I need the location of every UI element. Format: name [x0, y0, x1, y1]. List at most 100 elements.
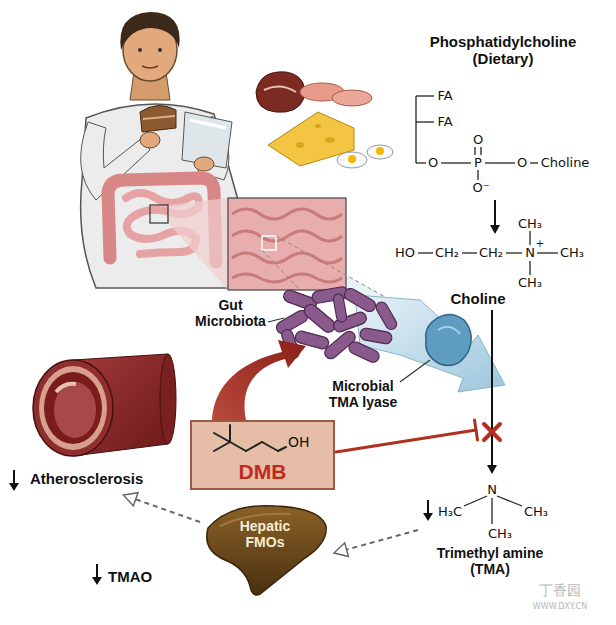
chemical-bond [416, 96, 558, 524]
atom-label: N [487, 483, 497, 498]
atom-label: O [428, 156, 438, 171]
chemical-bond [529, 261, 530, 275]
artery-vessel-shape [160, 354, 176, 444]
artery-vessel-shape [54, 382, 96, 438]
artery-vessel-shape [39, 366, 107, 450]
atom-label: H₃C [438, 505, 462, 520]
bacteria-cluster [342, 286, 377, 313]
node-title: Atherosclerosis [30, 470, 143, 487]
bacteria-cluster [302, 302, 338, 335]
metabolism-arrow [334, 543, 348, 557]
charge-sign: + [536, 238, 544, 250]
zoom-view [150, 198, 412, 312]
compound-box-shape [230, 442, 246, 451]
diner-figure [138, 48, 142, 52]
compound-box-shape [214, 442, 230, 451]
compound-box-shape [246, 442, 262, 451]
decrease-arrow [92, 577, 102, 585]
compound-title: Phosphatidylcholine (Dietary) [408, 33, 598, 68]
decrease-arrow [423, 513, 433, 521]
atom-label: HO [395, 246, 415, 261]
food [315, 124, 321, 128]
metabolism-arrow [334, 530, 418, 556]
chemical-bond [415, 96, 416, 163]
atom-label: OH [288, 434, 310, 450]
lyase-beam [355, 295, 505, 392]
atom-label: CH₃ [488, 527, 512, 542]
compound-box-shape [229, 425, 231, 442]
metabolism-arrow [347, 530, 419, 550]
leader-line [400, 360, 430, 382]
diner-figure [120, 12, 179, 50]
pathway-arrow [494, 200, 496, 226]
pathway-arrow [491, 310, 493, 466]
chemical-bond [416, 95, 434, 96]
atom-label: O⁻ [472, 181, 489, 196]
diner-figure [158, 48, 162, 52]
chemical-bond [491, 498, 492, 524]
diner-figure [140, 132, 160, 148]
liver-organ-shape [207, 506, 326, 595]
lyase-enzyme [426, 314, 472, 365]
compound-box-shape [214, 425, 286, 451]
atom-label: P [474, 156, 482, 171]
artery-vessel-shape [44, 372, 102, 444]
diner-figure [194, 157, 214, 171]
atom-label: FA [437, 115, 452, 130]
artery-vessel: Atherosclerosis [18, 352, 188, 494]
pathway-arrow [490, 225, 500, 234]
leader-line [268, 318, 284, 322]
chemical-bond [416, 162, 426, 163]
blocked-mark [484, 424, 500, 440]
inhibition-bar [336, 420, 478, 452]
diner-figure [140, 105, 176, 132]
atom-label: CH₃ [524, 505, 548, 520]
food [256, 72, 393, 168]
bacteria-cluster [347, 340, 381, 364]
callout-label: Microbial TMA lyase [318, 378, 408, 410]
blocked-mark [484, 424, 500, 440]
chemical-bond [464, 496, 487, 506]
bacteria-cluster [374, 300, 399, 331]
food [256, 72, 305, 112]
zoom-view [232, 253, 342, 263]
chemical-bond [474, 147, 475, 155]
compound-name: DMB [190, 460, 335, 484]
decrease-arrow [96, 564, 98, 578]
atom-label: CH₃ [518, 276, 542, 291]
inhibition-bar [475, 420, 478, 440]
metabolism-arrow [123, 493, 138, 506]
decrease-arrow [427, 500, 429, 514]
lyase-beam [355, 295, 505, 392]
callout-label: Gut Microbiota [183, 297, 278, 329]
zoom-view [232, 231, 342, 241]
food [332, 90, 372, 106]
atom-label: CH₂ [435, 246, 459, 261]
lyase-enzyme [426, 314, 472, 365]
artery-vessel-shape [18, 352, 188, 467]
food [264, 86, 296, 92]
food [296, 142, 304, 148]
watermark: WWW.DXY.CN [533, 602, 587, 611]
zoom-view [232, 209, 342, 219]
food [367, 145, 393, 159]
inhibition-arrow [212, 340, 306, 420]
chemical-bond [537, 252, 558, 253]
metabolite-label: TMAO [108, 568, 178, 585]
chemical-bond [506, 252, 522, 253]
chemical-bond [462, 252, 477, 253]
decrease-arrow [13, 470, 15, 484]
food [348, 155, 356, 163]
compound-box: OH DMB [190, 420, 338, 490]
zoom-view [232, 274, 342, 282]
compound-box-shape [191, 421, 334, 489]
decrease-arrow [9, 483, 19, 491]
chemical-bond [418, 252, 433, 253]
diner-figure [190, 120, 226, 128]
bacteria-cluster [333, 293, 348, 322]
inhibition-arrow [212, 340, 306, 420]
atom-label: Choline [541, 156, 590, 171]
atom-label: FA [437, 89, 452, 104]
diner-figure [142, 66, 158, 68]
